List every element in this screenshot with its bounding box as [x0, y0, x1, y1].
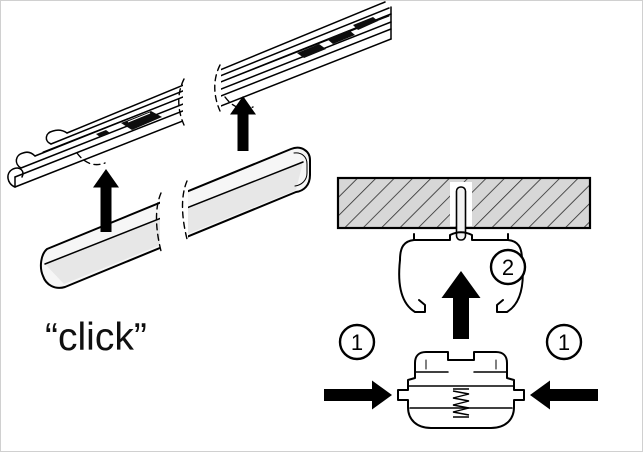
callout-step2-label: 2 [502, 255, 514, 280]
callout-circle [489, 248, 527, 286]
lift-arrows [93, 96, 256, 232]
rail-lip-curl [45, 129, 68, 145]
mounting-pin [450, 182, 472, 241]
diffuser-break-line [155, 192, 162, 252]
rail-slot [327, 30, 355, 44]
diffuser-cover [39, 146, 311, 289]
callout-step1-right: 1 [545, 323, 583, 361]
diffuser-break-line [181, 180, 188, 240]
rail-break-gap [183, 63, 221, 127]
rail-break-line [214, 64, 221, 112]
spring-coil [452, 388, 470, 418]
bracket-left-wing [398, 259, 426, 313]
rail-slot [353, 17, 378, 30]
rail-break-line [178, 78, 185, 126]
rail-slot [297, 44, 326, 58]
inner-rib-line [425, 359, 497, 370]
diffuser-break-gap [160, 179, 188, 253]
wiring-connector-block [121, 111, 162, 130]
pin-shaft [455, 186, 467, 241]
push-arrows [324, 380, 598, 410]
up-arrow-icon [93, 169, 119, 232]
trunking-rail [7, 1, 392, 188]
luminaire-cross-section [397, 351, 525, 429]
bracket-top-profile [399, 231, 523, 261]
luminaire-body-outline [397, 351, 525, 429]
click-label: “click” [45, 316, 147, 359]
rail-lip-curl [7, 167, 24, 188]
callout-step1-left: 1 [338, 323, 376, 361]
rail-lip-curl [15, 151, 36, 169]
callout-step2: 2 [489, 248, 527, 286]
wire-clip [96, 130, 110, 137]
connector-detail-line [127, 112, 151, 123]
rail-edge-line [66, 1, 386, 134]
callout-step1-left-label: 1 [351, 330, 363, 355]
up-arrow-icon-large [441, 271, 481, 339]
left-arrow-icon [530, 380, 598, 410]
callout-step1-right-label: 1 [558, 330, 570, 355]
callout-circle [545, 323, 583, 361]
right-arrow-icon [324, 380, 392, 410]
up-arrow-icon [230, 96, 256, 151]
callout-circle [338, 323, 376, 361]
hidden-catch-outline [76, 152, 106, 166]
diffuser-endcap-inner [293, 152, 308, 187]
